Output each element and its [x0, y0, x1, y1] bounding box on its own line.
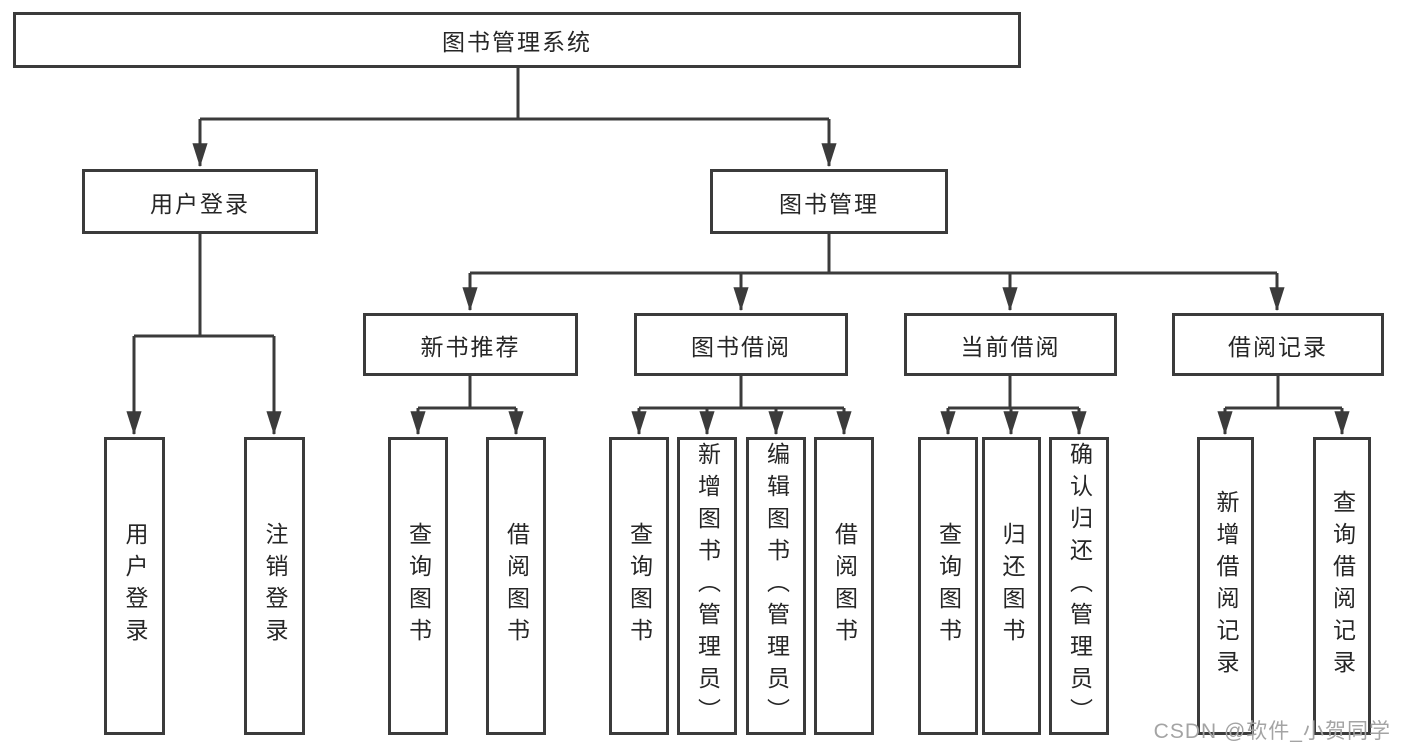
leaf-cb-query-books: 查询图书 — [918, 437, 978, 735]
node-root: 图书管理系统 — [13, 12, 1021, 68]
node-current-borrow: 当前借阅 — [904, 313, 1117, 376]
leaf-bb-borrow-books: 借阅图书 — [814, 437, 874, 735]
node-book-borrow: 图书借阅 — [634, 313, 848, 376]
leaf-user-login-label: 用户登录 — [122, 522, 148, 650]
leaf-logout: 注销登录 — [244, 437, 305, 735]
leaf-bb-edit-books-admin-label: 编辑图书（管理员） — [763, 442, 790, 730]
leaf-nbr-borrow-books: 借阅图书 — [486, 437, 546, 735]
leaf-bb-query-books-label: 查询图书 — [626, 522, 653, 650]
leaf-br-query-record: 查询借阅记录 — [1313, 437, 1371, 735]
leaf-cb-query-books-label: 查询图书 — [935, 522, 962, 650]
leaf-bb-add-books-admin: 新增图书（管理员） — [677, 437, 737, 735]
node-user-login: 用户登录 — [82, 169, 318, 234]
node-user-login-label: 用户登录 — [150, 190, 250, 217]
node-new-book-recommend-label: 新书推荐 — [420, 333, 521, 360]
node-new-book-recommend: 新书推荐 — [363, 313, 578, 376]
leaf-bb-edit-books-admin: 编辑图书（管理员） — [746, 437, 806, 735]
node-current-borrow-label: 当前借阅 — [960, 333, 1061, 360]
node-borrow-records: 借阅记录 — [1172, 313, 1384, 376]
leaf-bb-query-books: 查询图书 — [609, 437, 669, 735]
leaf-bb-borrow-books-label: 借阅图书 — [831, 522, 858, 650]
leaf-br-query-record-label: 查询借阅记录 — [1329, 490, 1356, 682]
leaf-cb-return-books-label: 归还图书 — [999, 522, 1025, 650]
node-book-management: 图书管理 — [710, 169, 948, 234]
leaf-user-login: 用户登录 — [104, 437, 165, 735]
node-root-label: 图书管理系统 — [442, 29, 592, 55]
leaf-nbr-borrow-books-label: 借阅图书 — [503, 522, 530, 650]
leaf-cb-confirm-return-admin: 确认归还（管理员） — [1049, 437, 1109, 735]
leaf-nbr-query-books-label: 查询图书 — [405, 522, 432, 650]
leaf-br-add-record: 新增借阅记录 — [1197, 437, 1254, 735]
node-book-management-label: 图书管理 — [779, 190, 879, 217]
leaf-nbr-query-books: 查询图书 — [388, 437, 448, 735]
node-book-borrow-label: 图书借阅 — [691, 333, 791, 360]
node-borrow-records-label: 借阅记录 — [1228, 333, 1328, 360]
leaf-bb-add-books-admin-label: 新增图书（管理员） — [694, 442, 721, 730]
leaf-br-add-record-label: 新增借阅记录 — [1213, 490, 1239, 682]
leaf-logout-label: 注销登录 — [262, 522, 288, 650]
watermark: CSDN @软件_小贺同学 — [1153, 720, 1391, 743]
leaf-cb-return-books: 归还图书 — [982, 437, 1041, 735]
leaf-cb-confirm-return-admin-label: 确认归还（管理员） — [1066, 442, 1093, 730]
